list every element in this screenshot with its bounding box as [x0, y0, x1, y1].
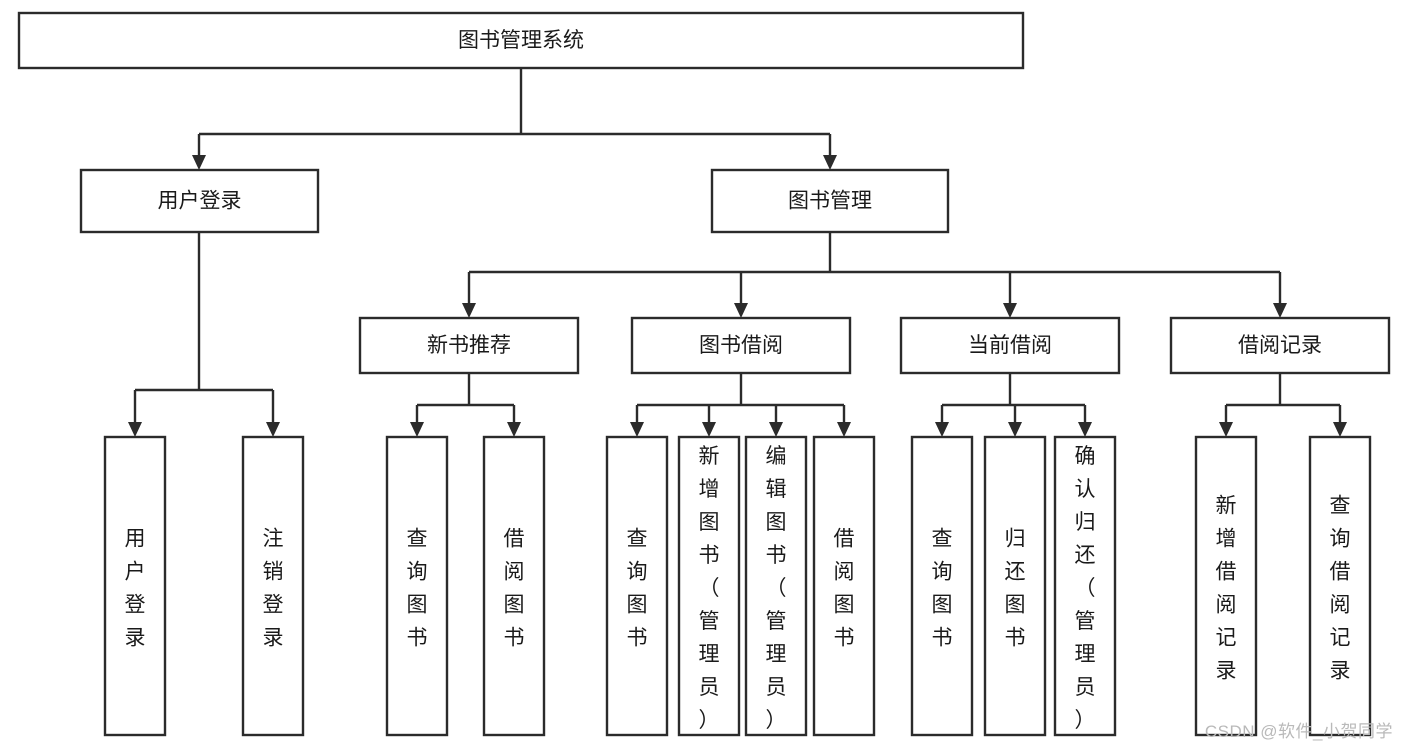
node-label-borrow-record: 借阅记录 [1238, 334, 1322, 357]
connector-book-manage [462, 232, 1287, 318]
node-leaf-edit-book[interactable]: 编辑图书（管理员） [744, 435, 808, 737]
node-box-current-borrow[interactable] [899, 316, 1121, 375]
node-label-book-manage: 图书管理 [788, 190, 872, 213]
node-box-leaf-user-login[interactable] [103, 435, 167, 737]
node-label-leaf-user-login: 用户登录 [125, 528, 146, 650]
node-box-leaf-logout[interactable] [241, 435, 305, 737]
node-box-book-manage[interactable] [710, 168, 950, 234]
node-box-new-book-rec[interactable] [358, 316, 580, 375]
connector-layer [128, 68, 1347, 437]
node-label-leaf-borrow-book-2: 借阅图书 [834, 528, 855, 650]
node-leaf-query-record[interactable]: 查询借阅记录 [1308, 435, 1372, 737]
node-new-book-rec[interactable]: 新书推荐 [358, 316, 580, 375]
node-leaf-query-book-3[interactable]: 查询图书 [910, 435, 974, 737]
connector-user-login [128, 232, 280, 437]
node-box-root[interactable] [17, 11, 1025, 70]
node-leaf-return-book[interactable]: 归还图书 [983, 435, 1047, 737]
node-label-leaf-query-book-1: 查询图书 [407, 528, 428, 650]
node-box-leaf-add-record[interactable] [1194, 435, 1258, 737]
node-box-leaf-borrow-book-1[interactable] [482, 435, 546, 737]
connector-new-book-rec [410, 373, 521, 437]
node-book-borrow[interactable]: 图书借阅 [630, 316, 852, 375]
node-box-borrow-record[interactable] [1169, 316, 1391, 375]
node-leaf-query-book-1[interactable]: 查询图书 [385, 435, 449, 737]
node-root[interactable]: 图书管理系统 [17, 11, 1025, 70]
node-label-leaf-return-book: 归还图书 [1005, 528, 1026, 650]
node-box-leaf-edit-book[interactable] [744, 435, 808, 737]
node-label-new-book-rec: 新书推荐 [427, 334, 511, 357]
node-box-leaf-borrow-book-2[interactable] [812, 435, 876, 737]
connector-current-borrow [935, 373, 1092, 437]
node-layer: 图书管理系统用户登录图书管理新书推荐图书借阅当前借阅借阅记录用户登录注销登录查询… [17, 11, 1391, 737]
node-box-book-borrow[interactable] [630, 316, 852, 375]
node-label-book-borrow: 图书借阅 [699, 334, 783, 357]
connector-root [192, 68, 837, 170]
node-box-leaf-return-book[interactable] [983, 435, 1047, 737]
node-label-root: 图书管理系统 [458, 29, 584, 52]
node-box-leaf-query-book-2[interactable] [605, 435, 669, 737]
node-box-leaf-confirm-return[interactable] [1053, 435, 1117, 737]
node-label-leaf-add-record: 新增借阅记录 [1216, 495, 1237, 683]
node-label-leaf-edit-book: 编辑图书（管理员） [766, 445, 787, 732]
node-label-leaf-add-book: 新增图书（管理员） [699, 445, 720, 732]
node-label-leaf-confirm-return: 确认归还（管理员） [1075, 445, 1096, 732]
node-user-login[interactable]: 用户登录 [79, 168, 320, 234]
node-box-user-login[interactable] [79, 168, 320, 234]
node-label-leaf-query-book-2: 查询图书 [627, 528, 648, 650]
node-leaf-confirm-return[interactable]: 确认归还（管理员） [1053, 435, 1117, 737]
node-leaf-add-book[interactable]: 新增图书（管理员） [677, 435, 741, 737]
node-leaf-add-record[interactable]: 新增借阅记录 [1194, 435, 1258, 737]
node-box-leaf-query-book-3[interactable] [910, 435, 974, 737]
node-label-leaf-query-book-3: 查询图书 [932, 528, 953, 650]
node-leaf-user-login[interactable]: 用户登录 [103, 435, 167, 737]
node-borrow-record[interactable]: 借阅记录 [1169, 316, 1391, 375]
connector-borrow-record [1219, 373, 1347, 437]
node-leaf-borrow-book-1[interactable]: 借阅图书 [482, 435, 546, 737]
node-label-leaf-query-record: 查询借阅记录 [1330, 495, 1351, 683]
node-leaf-borrow-book-2[interactable]: 借阅图书 [812, 435, 876, 737]
node-leaf-logout[interactable]: 注销登录 [241, 435, 305, 737]
connector-book-borrow [630, 373, 851, 437]
node-box-leaf-add-book[interactable] [677, 435, 741, 737]
node-leaf-query-book-2[interactable]: 查询图书 [605, 435, 669, 737]
node-current-borrow[interactable]: 当前借阅 [899, 316, 1121, 375]
node-label-current-borrow: 当前借阅 [968, 334, 1052, 357]
node-label-leaf-borrow-book-1: 借阅图书 [504, 528, 525, 650]
node-box-leaf-query-record[interactable] [1308, 435, 1372, 737]
node-book-manage[interactable]: 图书管理 [710, 168, 950, 234]
node-label-leaf-logout: 注销登录 [263, 528, 284, 650]
node-label-user-login: 用户登录 [158, 190, 242, 213]
node-box-leaf-query-book-1[interactable] [385, 435, 449, 737]
